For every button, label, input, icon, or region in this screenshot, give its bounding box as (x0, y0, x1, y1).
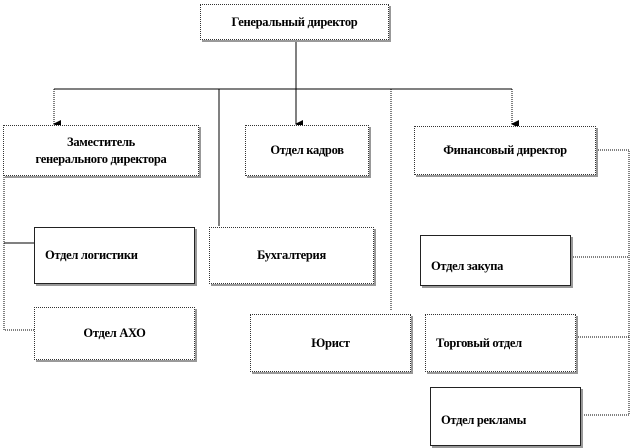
label: Отдел кадров (270, 143, 344, 158)
label: Отдел закупа (431, 259, 504, 274)
label: Бухгалтерия (257, 248, 326, 263)
label: Финансовый директор (443, 143, 567, 158)
box-hr: Отдел кадров (245, 125, 369, 176)
label: Генеральный директор (231, 14, 358, 29)
box-deputy: Заместитель генерального директора (3, 125, 199, 176)
box-purchasing: Отдел закупа (420, 235, 571, 286)
box-admin: Отдел АХО (34, 307, 195, 360)
box-accounting: Бухгалтерия (209, 227, 374, 284)
label: генерального директора (35, 151, 167, 166)
box-lawyer: Юрист (250, 314, 411, 372)
cfo-branch (582, 149, 630, 416)
box-sales: Торговый отдел (425, 314, 576, 372)
label: Юрист (311, 335, 350, 350)
box-advertising: Отдел рекламы (430, 387, 581, 446)
box-logistics: Отдел логистики (34, 227, 195, 284)
label: Торговый отдел (436, 335, 522, 350)
deputy-branch (3, 175, 34, 331)
box-ceo: Генеральный директор (200, 4, 389, 40)
label: Отдел рекламы (441, 413, 527, 428)
label: Отдел АХО (83, 326, 146, 341)
box-cfo: Финансовый директор (414, 126, 596, 175)
label: Заместитель (67, 134, 135, 149)
label: Отдел логистики (45, 248, 138, 263)
